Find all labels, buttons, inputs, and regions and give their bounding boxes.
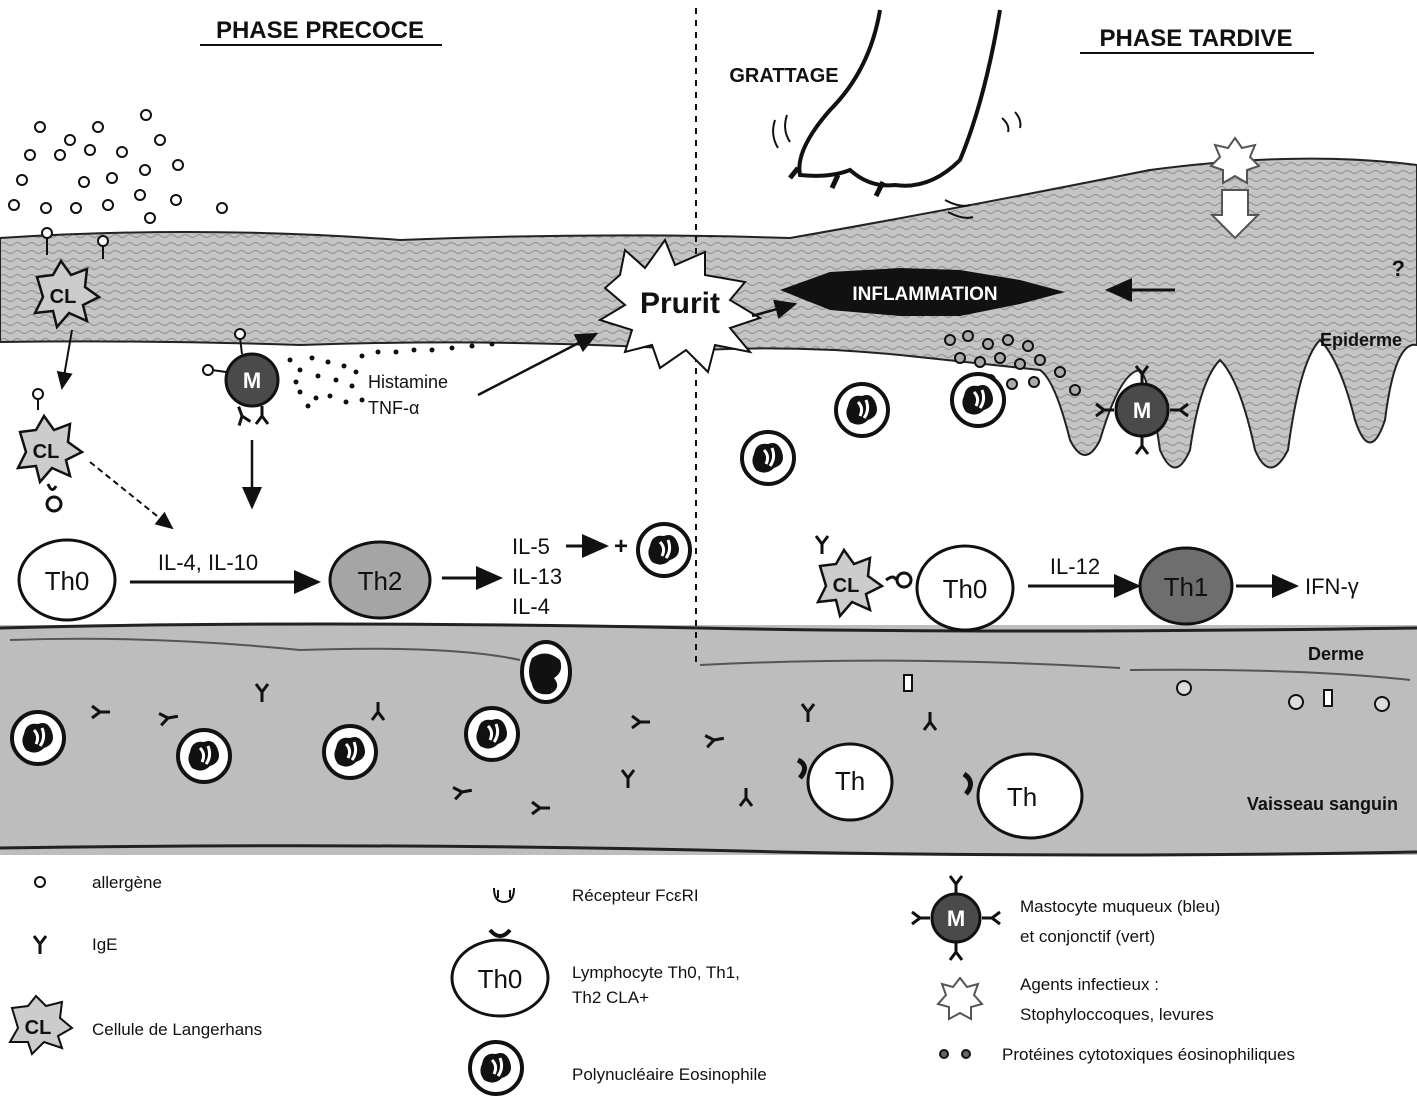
eosinophil [638,524,690,576]
early-phase-heading: PHASE PRECOCE [216,17,424,44]
legend-infect-1: Agents infectieux : [1020,975,1159,994]
mast-cell-icon: M [912,876,1000,960]
eosinophil-diapedesis [522,642,570,702]
svg-text:CL: CL [25,1017,52,1039]
langerhans-cell-late: CL [816,536,911,616]
svg-text:M: M [243,368,261,393]
dermis-label: Derme [1308,644,1364,664]
legend-ige: IgE [92,935,118,954]
legend-cytotoxic: Protéines cytotoxiques éosinophiliques [1002,1045,1295,1064]
ifn-label: IFN-γ [1305,574,1359,599]
blood-vessel-label: Vaisseau sanguin [1247,794,1398,814]
th2-cell: Th2 [330,542,430,618]
paw-icon [773,10,1020,218]
eosinophil [742,432,794,484]
legend-mast-1: Mastocyte muqueux (bleu) [1020,897,1220,916]
th0-cell-late: Th0 [917,546,1013,630]
legend-lymphocyte-2: Th2 CLA+ [572,988,649,1007]
svg-text:CL: CL [833,575,860,597]
eosinophil [466,708,518,760]
il5-label: IL-5 [512,534,550,559]
eosinophil [12,712,64,764]
il13-label: IL-13 [512,564,562,589]
legend-mast-2: et conjonctif (vert) [1020,927,1155,946]
svg-text:M: M [947,906,965,931]
langerhans-icon: CL [10,996,72,1054]
svg-text:Th0: Th0 [478,964,523,994]
legend-infect-2: Stophyloccoques, levures [1020,1005,1214,1024]
svg-text:CL: CL [33,441,60,463]
pruritus-label: Prurit [640,287,720,320]
th0-cell-early: Th0 [19,540,115,620]
cytotoxic-icon [940,1050,948,1058]
question-mark: ? [1392,256,1405,281]
legend-langerhans: Cellule de Langerhans [92,1020,262,1039]
eosinophil [952,374,1004,426]
allergen-cluster [9,110,227,223]
svg-text:M: M [1133,398,1151,423]
scratching-label: GRATTAGE [729,65,838,87]
svg-text:Th2: Th2 [358,566,403,596]
svg-text:Th0: Th0 [943,574,988,604]
th-label: Th [1007,782,1037,812]
fc-receptor-icon [494,888,514,902]
ige-icon [34,936,46,954]
epidermis-label: Epiderme [1320,330,1402,350]
legend-fc-receptor: Récepteur FcεRI [572,886,699,905]
il12-label: IL-12 [1050,554,1100,579]
legend: allergène IgE CL Cellule de Langerhans R… [10,873,1295,1094]
allergen-icon [35,877,45,887]
legend-lymphocyte-1: Lymphocyte Th0, Th1, [572,963,740,982]
eosinophil [178,730,230,782]
langerhans-cell-dermis: CL [18,389,82,511]
late-phase-heading: PHASE TARDIVE [1100,25,1293,52]
legend-allergen: allergène [92,873,162,892]
tnf-label: TNF-α [368,398,419,418]
eosinophil [836,384,888,436]
langerhans-label: CL [50,286,77,308]
svg-text:Th1: Th1 [1164,572,1209,602]
legend-eosinophil: Polynucléaire Eosinophile [572,1065,767,1084]
il4-il10-label: IL-4, IL-10 [158,550,258,575]
th-label: Th [835,766,865,796]
histamine-label: Histamine [368,372,448,392]
il4-label: IL-4 [512,594,550,619]
eosinophil [324,726,376,778]
th1-cell: Th1 [1140,548,1232,624]
svg-text:Th0: Th0 [45,566,90,596]
inflammation-label: INFLAMMATION [852,284,997,305]
plus-sign: + [614,533,628,560]
infectious-agent-legend-icon [938,978,982,1019]
eosinophil-icon [470,1042,522,1094]
